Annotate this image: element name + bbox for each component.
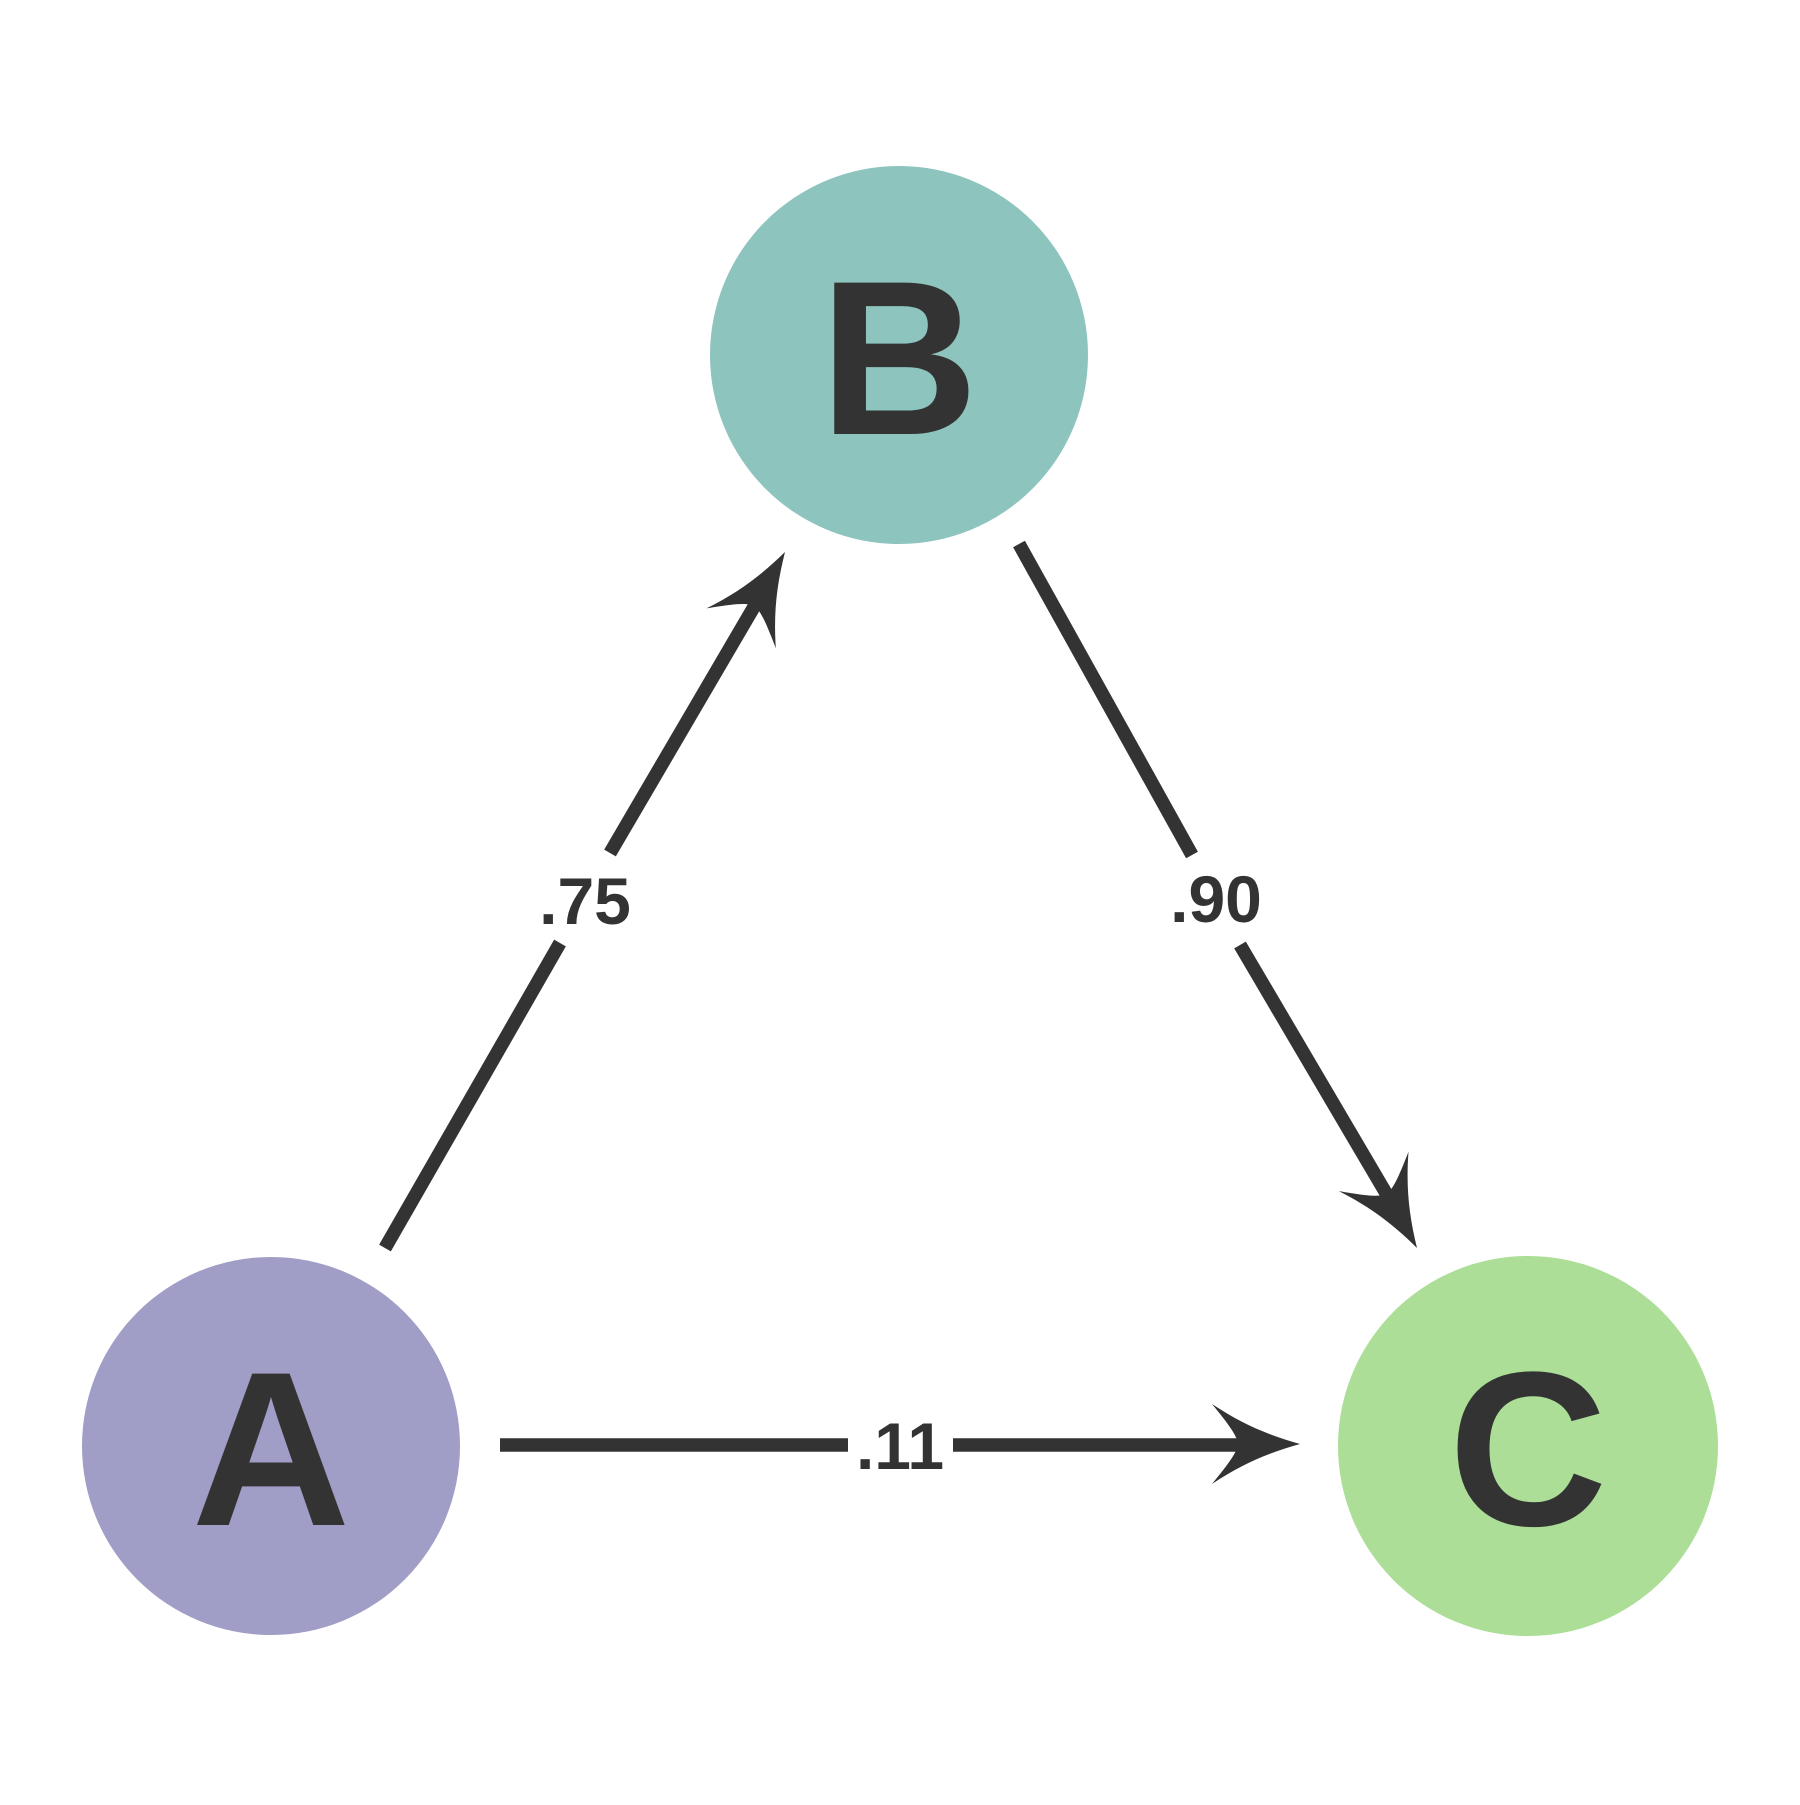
edge-b-to-c: .90 (1013, 540, 1417, 1248)
node-c: C (1338, 1256, 1718, 1636)
edge-a-to-b-shaft-upper (604, 596, 764, 857)
node-b: B (710, 166, 1088, 544)
node-c-circle (1338, 1256, 1718, 1636)
node-a-label: A (192, 1326, 351, 1572)
edge-a-to-b: .75 (379, 552, 785, 1252)
edge-b-to-c-shaft-upper (1013, 540, 1198, 859)
node-a-circle (82, 1257, 460, 1635)
edge-a-to-c-arrowhead-icon (1212, 1404, 1300, 1484)
edge-b-to-c-arrowhead-icon (1338, 1151, 1417, 1248)
edge-a-to-b-shaft-lower (379, 939, 566, 1252)
edge-a-to-b-arrowhead-icon (706, 552, 785, 649)
edge-b-to-c-shaft-lower (1234, 941, 1396, 1204)
edge-a-to-c-weight: .11 (856, 1409, 944, 1483)
node-b-circle (710, 166, 1088, 544)
node-b-label: B (820, 235, 979, 481)
edge-b-to-c-weight: .90 (1170, 862, 1262, 936)
edge-a-to-c: .11 (500, 1404, 1300, 1484)
node-c-label: C (1449, 1326, 1608, 1572)
node-a: A (82, 1257, 460, 1635)
edge-a-to-b-weight: .75 (539, 864, 631, 938)
